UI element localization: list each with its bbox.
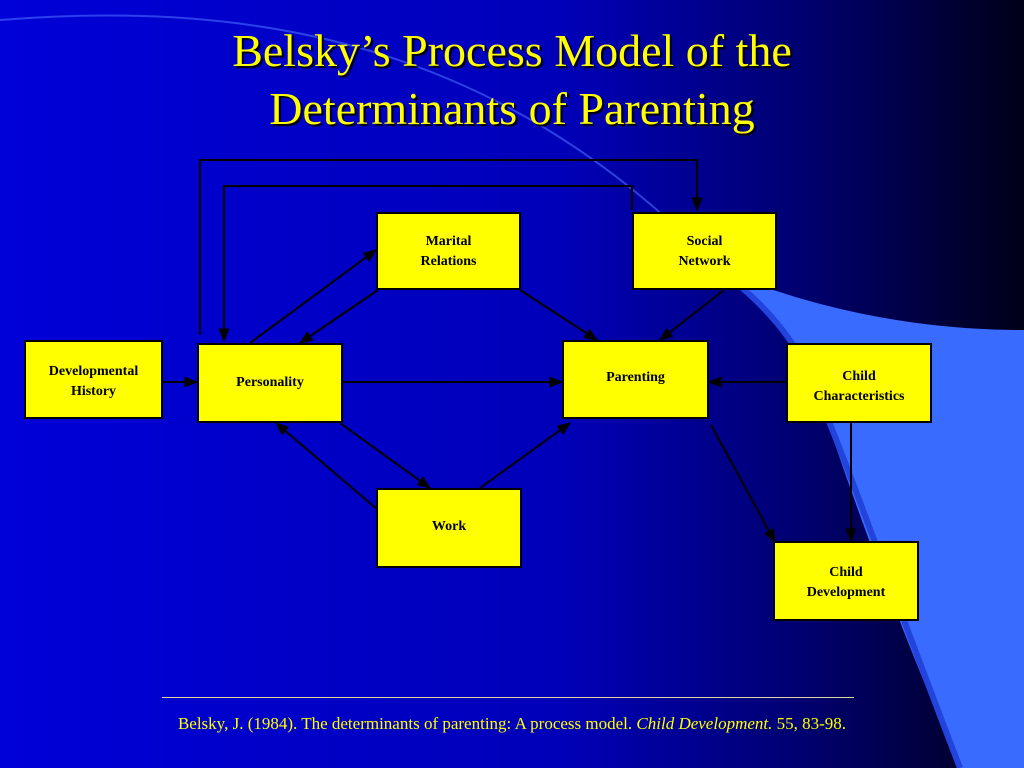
node-marital-line-1: Marital: [425, 234, 472, 249]
node-personality-label: Personality: [236, 375, 304, 390]
node-child-characteristics: Child Characteristics: [786, 343, 932, 423]
citation-details: 55, 83-98.: [776, 714, 847, 733]
node-personality: Personality: [197, 343, 343, 423]
node-child-development: Child Development: [773, 541, 919, 621]
node-dev-history-line-1: Developmental: [48, 364, 139, 379]
arrow-personality-to-social-network-outer: [199, 159, 703, 335]
background-swoosh-shape: [720, 270, 1024, 768]
node-child-char-line-1: Child: [842, 369, 876, 384]
title-line-1: Belsky’s Process Model of the: [232, 25, 792, 76]
node-work: Work: [376, 488, 522, 568]
arrow-personality-to-work: [339, 422, 432, 489]
node-social-line-1: Social: [686, 234, 723, 249]
slide-title: Belsky’s Process Model of the Determinan…: [0, 22, 1024, 138]
title-line-2: Determinants of Parenting: [269, 83, 755, 134]
node-child-char-line-2: Characteristics: [813, 389, 905, 404]
node-work-label: Work: [431, 519, 467, 534]
arrow-personality-to-marital: [249, 249, 378, 344]
node-child-dev-line-2: Development: [806, 585, 886, 600]
node-marital-relations: Marital Relations: [376, 212, 521, 290]
arrow-work-to-personality: [274, 422, 379, 511]
arrow-social-network-to-parenting: [658, 289, 725, 341]
background-swoosh-line: [0, 14, 721, 271]
citation-main: Belsky, J. (1984). The determinants of p…: [177, 714, 633, 733]
citation-journal: Child Development.: [636, 714, 773, 733]
node-marital-line-2: Relations: [420, 254, 477, 269]
node-social-line-2: Network: [678, 254, 731, 269]
arrow-marital-to-parenting: [519, 289, 599, 341]
node-parenting-label: Parenting: [606, 370, 665, 385]
node-social-network: Social Network: [632, 212, 777, 290]
arrow-marital-to-personality: [298, 289, 379, 344]
node-developmental-history: Developmental History: [24, 340, 163, 419]
arrow-social-network-to-personality-inner: [218, 185, 633, 343]
arrow-work-to-parenting: [479, 422, 572, 489]
arrow-parenting-to-child-dev: [710, 424, 776, 544]
node-parenting: Parenting: [562, 340, 709, 419]
node-dev-history-line-2: History: [70, 384, 117, 399]
citation-divider: [162, 697, 854, 698]
node-child-dev-line-1: Child: [829, 565, 863, 580]
citation: Belsky, J. (1984). The determinants of p…: [0, 712, 1024, 736]
